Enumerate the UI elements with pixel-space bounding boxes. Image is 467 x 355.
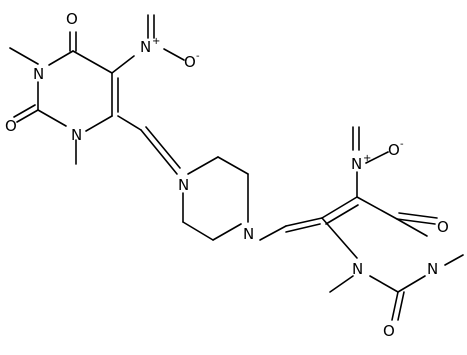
atom-label: N — [351, 155, 362, 173]
bond — [13, 104, 36, 118]
atom-label: N — [243, 225, 254, 243]
bond — [259, 225, 287, 241]
bond — [187, 156, 219, 175]
bond — [329, 275, 354, 293]
bond — [396, 218, 436, 225]
bond — [321, 217, 358, 259]
top-vinyl-linker — [117, 115, 181, 175]
atom-label: O — [388, 141, 400, 159]
atom-label: N — [33, 65, 44, 83]
charge-label: + — [152, 36, 160, 47]
atom-label: N — [178, 176, 189, 194]
atom-label: N — [140, 38, 151, 56]
charge-label: - — [196, 51, 200, 62]
atom-label: N — [352, 260, 363, 278]
piperazine-ring — [182, 156, 249, 241]
atom-label: O — [66, 10, 78, 28]
bond — [356, 196, 398, 220]
bond — [397, 291, 405, 321]
bond — [365, 151, 389, 164]
atom-label: O — [437, 218, 449, 236]
charge-label: + — [363, 153, 371, 164]
bond — [321, 196, 358, 219]
atom-label: O — [5, 117, 17, 135]
bond — [212, 223, 242, 241]
bond — [163, 48, 185, 61]
bond — [369, 275, 399, 293]
bond — [117, 115, 142, 131]
bond — [444, 254, 464, 266]
atom-label: N — [427, 260, 438, 278]
bottom-vinyl-linker — [259, 217, 323, 241]
charge-label: - — [400, 139, 404, 150]
bottom-pyrimidine-ring — [321, 171, 464, 321]
bond — [391, 291, 399, 321]
bond — [398, 212, 438, 219]
bond — [182, 221, 214, 241]
bond — [111, 55, 135, 74]
top-nitro-group — [147, 14, 185, 61]
atom-label: O — [383, 322, 395, 340]
bond — [9, 47, 39, 65]
bond — [48, 50, 74, 66]
atom-label: O — [184, 53, 196, 71]
bottom-nitro-group — [352, 126, 389, 164]
top-pyrimidine-ring — [9, 31, 135, 165]
bond — [285, 217, 323, 227]
bond — [285, 223, 321, 233]
bond — [140, 129, 178, 175]
atom-label: N — [71, 126, 82, 144]
bond — [217, 156, 249, 175]
bond — [145, 126, 181, 169]
bond — [37, 109, 67, 127]
bond — [85, 115, 113, 132]
bond — [396, 218, 428, 237]
bond — [72, 50, 113, 74]
bond — [325, 204, 359, 225]
bond — [397, 275, 426, 293]
bond — [16, 109, 39, 123]
